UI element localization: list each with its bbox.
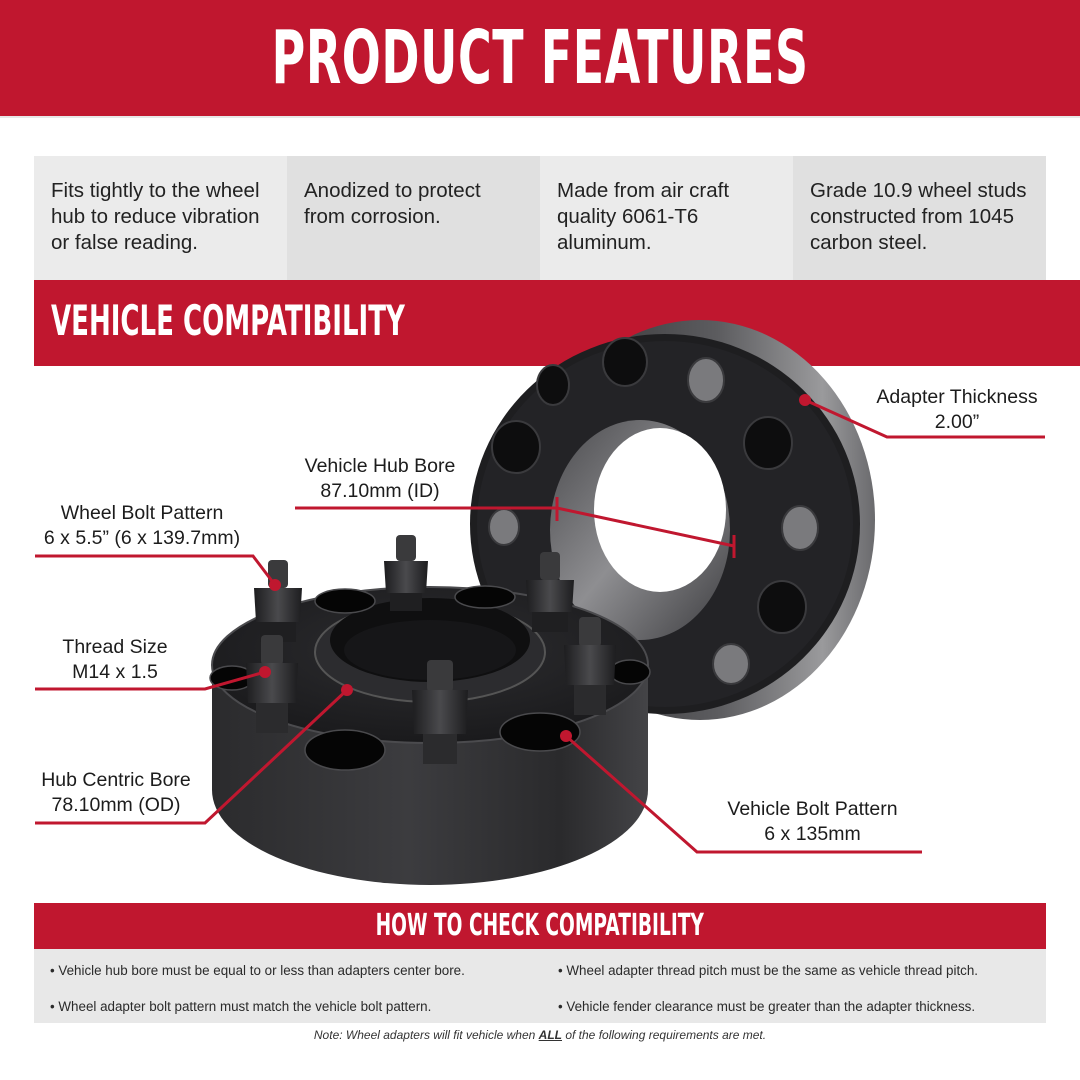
- callout-value: 6 x 5.5” (6 x 139.7mm): [43, 527, 241, 549]
- page-title: PRODUCT FEATURES: [271, 15, 809, 101]
- note-emphasis: ALL: [538, 1028, 562, 1042]
- callout-vehicle-hub-bore: Vehicle Hub Bore 87.10mm (ID): [290, 454, 470, 504]
- feature-anodized: Anodized to protect from corrosion.: [287, 156, 540, 280]
- callout-value: 78.10mm (OD): [51, 794, 181, 816]
- adapter-a: [209, 535, 651, 885]
- callout-adapter-thickness: Adapter Thickness 2.00”: [862, 385, 1052, 435]
- callout-label: Adapter Thickness: [876, 386, 1038, 408]
- requirements-list: • Vehicle hub bore must be equal to or l…: [34, 949, 1046, 1023]
- compatibility-note: Note: Wheel adapters will fit vehicle wh…: [0, 1028, 1080, 1042]
- callout-value: M14 x 1.5: [72, 661, 158, 683]
- note-suffix: of the following requirements are met.: [562, 1028, 767, 1042]
- callout-label: Thread Size: [62, 636, 168, 658]
- callout-label: Vehicle Hub Bore: [304, 455, 456, 477]
- note-prefix: Note: Wheel adapters will fit vehicle wh…: [313, 1028, 539, 1042]
- callout-value: 2.00”: [934, 411, 980, 433]
- feature-aluminum: Made from air craft quality 6061-T6 alum…: [540, 156, 793, 280]
- how-to-check-banner: HOW TO CHECK COMPATIBILITY: [34, 903, 1046, 949]
- callout-hub-centric-bore: Hub Centric Bore 78.10mm (OD): [30, 768, 202, 818]
- callout-dots: [259, 394, 811, 742]
- requirement-fender-clearance: • Vehicle fender clearance must be great…: [558, 999, 976, 1014]
- callout-label: Vehicle Bolt Pattern: [727, 798, 898, 820]
- callout-label: Hub Centric Bore: [41, 769, 191, 791]
- callout-value: 87.10mm (ID): [320, 480, 440, 502]
- section-title-how-to-check: HOW TO CHECK COMPATIBILITY: [375, 908, 705, 943]
- feature-fit: Fits tightly to the wheel hub to reduce …: [34, 156, 287, 280]
- header-banner: PRODUCT FEATURES: [0, 0, 1080, 118]
- section-title-compatibility: VEHICLE COMPATIBILITY: [51, 296, 405, 345]
- feature-grid: Fits tightly to the wheel hub to reduce …: [34, 156, 1046, 280]
- requirement-hub-bore: • Vehicle hub bore must be equal to or l…: [50, 963, 465, 978]
- callout-value: 6 x 135mm: [764, 823, 861, 845]
- callout-wheel-bolt-pattern: Wheel Bolt Pattern 6 x 5.5” (6 x 139.7mm…: [28, 501, 256, 551]
- callout-label: Wheel Bolt Pattern: [60, 502, 224, 524]
- callout-vehicle-bolt-pattern: Vehicle Bolt Pattern 6 x 135mm: [715, 797, 910, 847]
- callout-lines: [35, 398, 1045, 854]
- vehicle-compatibility-banner: VEHICLE COMPATIBILITY: [34, 280, 1080, 366]
- callout-thread-size: Thread Size M14 x 1.5: [40, 635, 190, 685]
- wheel-studs: [246, 535, 616, 764]
- requirement-bolt-pattern: • Wheel adapter bolt pattern must match …: [50, 999, 432, 1014]
- adapter-b: [470, 320, 875, 720]
- requirement-thread-pitch: • Wheel adapter thread pitch must be the…: [558, 963, 979, 978]
- feature-studs: Grade 10.9 wheel studs constructed from …: [793, 156, 1046, 280]
